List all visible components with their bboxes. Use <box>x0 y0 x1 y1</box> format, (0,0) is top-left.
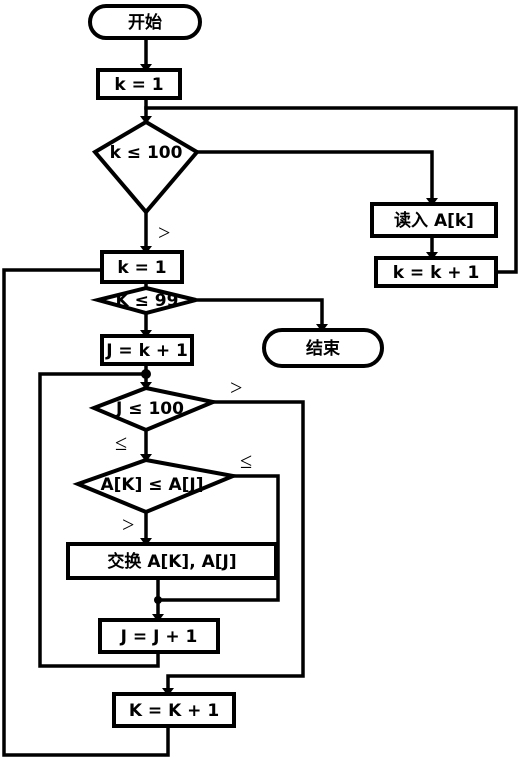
k-inc-outer-label: K = K + 1 <box>129 701 219 721</box>
node-k-inc-read: k = k + 1 <box>374 256 498 288</box>
edge-label-k100-false: > <box>158 220 170 245</box>
node-k-inc-outer: K = K + 1 <box>112 692 236 728</box>
cond-k-99-label: K ≤ 99 <box>116 291 179 311</box>
edge-condj-false <box>166 400 305 696</box>
edge-kinc-loop <box>2 268 170 757</box>
edge-label-compare-down: > <box>122 512 134 537</box>
cond-j-100-label: J ≤ 100 <box>115 399 184 419</box>
edge-label-compare-false-side: ≤ <box>240 448 252 473</box>
node-end: 结束 <box>262 328 384 368</box>
node-start: 开始 <box>88 4 202 40</box>
start-label: 开始 <box>128 12 162 32</box>
connectors <box>2 36 518 757</box>
node-j-inc: J = J + 1 <box>98 618 220 654</box>
node-cond-j-100: J ≤ 100 <box>88 385 220 433</box>
edge-compare-false <box>156 474 280 602</box>
node-k-init2: k = 1 <box>100 250 184 284</box>
junction-dot <box>141 369 151 379</box>
node-cond-k-100: k ≤ 100 <box>91 119 201 216</box>
k-init2-label: k = 1 <box>117 258 166 278</box>
edge-label-j100-true: ≤ <box>115 430 127 455</box>
k-inc-read-label: k = k + 1 <box>393 263 480 283</box>
junction-dot <box>154 596 162 604</box>
node-cond-k-99: K ≤ 99 <box>90 285 197 316</box>
edge-jinc-loop <box>38 372 160 668</box>
cond-compare-label: A[K] ≤ A[J] <box>101 475 204 495</box>
swap-label: 交换 A[K], A[J] <box>107 551 236 572</box>
k-init-label: k = 1 <box>114 75 163 95</box>
read-a-label: 读入 A[k] <box>394 210 474 231</box>
edge-cond99-end <box>194 298 324 332</box>
node-read-a: 读入 A[k] <box>370 202 498 238</box>
node-swap: 交换 A[K], A[J] <box>66 542 278 580</box>
j-inc-label: J = J + 1 <box>120 627 198 647</box>
edge-label-j100-false: > <box>230 375 242 400</box>
node-cond-compare: A[K] ≤ A[J] <box>72 457 241 515</box>
j-init-label: J = k + 1 <box>105 341 188 361</box>
end-label: 结束 <box>306 338 340 358</box>
node-j-init: J = k + 1 <box>100 334 194 366</box>
cond-k-100-label: k ≤ 100 <box>110 143 183 163</box>
edge-cond-read <box>195 150 434 206</box>
node-k-init: k = 1 <box>96 68 182 100</box>
